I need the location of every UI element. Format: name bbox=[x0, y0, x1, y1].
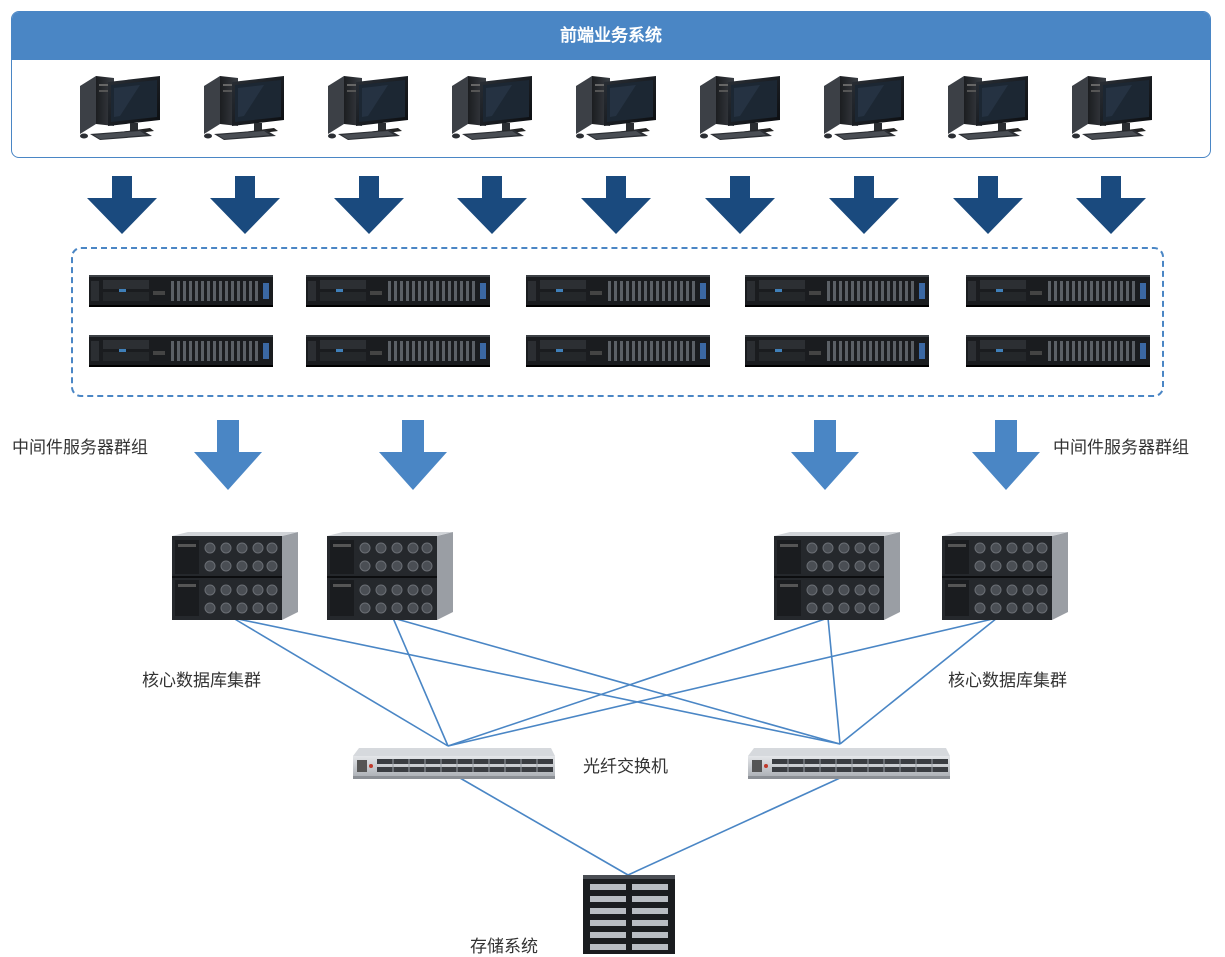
db-server-icon bbox=[773, 531, 901, 621]
fiber-connection-lines bbox=[232, 617, 998, 876]
db-server-icon bbox=[326, 531, 454, 621]
frontend-to-middleware-arrows bbox=[87, 176, 1146, 234]
desktop-pc-icon bbox=[700, 76, 780, 140]
rack-server-icon bbox=[306, 335, 490, 367]
down-arrow-icon bbox=[210, 176, 280, 234]
down-arrow-icon bbox=[581, 176, 651, 234]
middleware-label-right: 中间件服务器群组 bbox=[1053, 438, 1189, 458]
desktop-pc-icon bbox=[824, 76, 904, 140]
rack-server-icon bbox=[745, 335, 929, 367]
database-label-right: 核心数据库集群 bbox=[948, 671, 1067, 691]
down-arrow-icon bbox=[1076, 176, 1146, 234]
fc-switch-label: 光纤交换机 bbox=[583, 757, 668, 777]
down-arrow-icon bbox=[194, 420, 262, 490]
desktop-pc-icon bbox=[948, 76, 1028, 140]
middleware-label-left: 中间件服务器群组 bbox=[12, 438, 148, 458]
rack-server-icon bbox=[89, 275, 273, 307]
desktop-pc-icon bbox=[204, 76, 284, 140]
storage-label: 存储系统 bbox=[470, 937, 538, 957]
middleware-to-db-arrows bbox=[194, 420, 1040, 490]
rack-server-icon bbox=[89, 335, 273, 367]
down-arrow-icon bbox=[972, 420, 1040, 490]
rack-server-icon bbox=[966, 275, 1150, 307]
desktop-pc-icon bbox=[1072, 76, 1152, 140]
down-arrow-icon bbox=[791, 420, 859, 490]
fc-switch-icon bbox=[747, 747, 951, 780]
desktop-pc-icon bbox=[328, 76, 408, 140]
fc-switches bbox=[352, 747, 951, 780]
frontend-pcs bbox=[80, 76, 1152, 140]
rack-server-icon bbox=[526, 335, 710, 367]
down-arrow-icon bbox=[953, 176, 1023, 234]
desktop-pc-icon bbox=[80, 76, 160, 140]
down-arrow-icon bbox=[379, 420, 447, 490]
down-arrow-icon bbox=[829, 176, 899, 234]
down-arrow-icon bbox=[457, 176, 527, 234]
storage-array-icon bbox=[583, 875, 675, 954]
rack-server-icon bbox=[526, 275, 710, 307]
down-arrow-icon bbox=[705, 176, 775, 234]
rack-server-icon bbox=[306, 275, 490, 307]
frontend-title: 前端业务系统 bbox=[12, 12, 1210, 60]
desktop-pc-icon bbox=[452, 76, 532, 140]
fc-switch-icon bbox=[352, 747, 556, 780]
desktop-pc-icon bbox=[576, 76, 656, 140]
rack-server-icon bbox=[745, 275, 929, 307]
rack-server-icon bbox=[966, 335, 1150, 367]
middleware-group-box bbox=[71, 247, 1164, 397]
down-arrow-icon bbox=[87, 176, 157, 234]
database-label-left: 核心数据库集群 bbox=[142, 671, 261, 691]
middleware-servers bbox=[89, 275, 1150, 367]
db-server-icon bbox=[941, 531, 1069, 621]
db-server-icon bbox=[171, 531, 299, 621]
database-servers bbox=[171, 531, 1069, 621]
down-arrow-icon bbox=[334, 176, 404, 234]
